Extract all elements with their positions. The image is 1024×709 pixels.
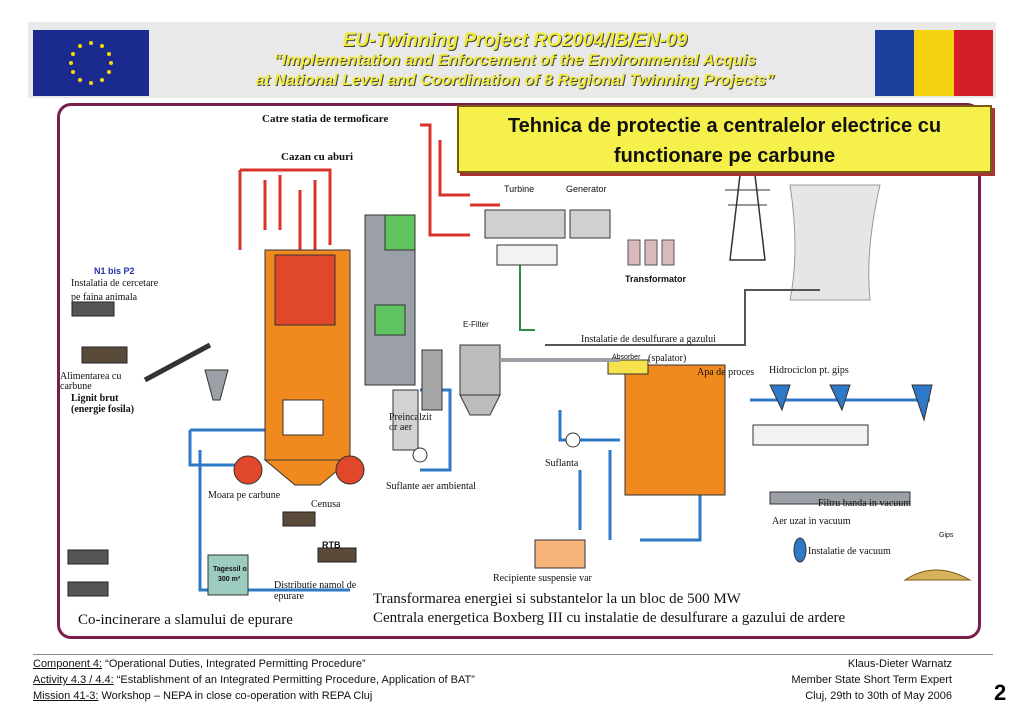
label-gips: Gips bbox=[939, 532, 954, 539]
label-lignit-2: (energie fosila) bbox=[71, 404, 135, 415]
page-number: 2 bbox=[994, 680, 1007, 705]
label-cenusa: Cenusa bbox=[311, 499, 341, 510]
eu-flag-icon bbox=[33, 30, 149, 96]
label-generator: Generator bbox=[566, 184, 607, 194]
footer-divider bbox=[33, 654, 993, 655]
label-hidrociclon: Hidrociclon pt. gips bbox=[769, 365, 849, 376]
footer-role: Member State Short Term Expert bbox=[791, 674, 952, 686]
slide-title-line-2: functionare pe carbune bbox=[613, 145, 836, 167]
generator bbox=[569, 209, 611, 239]
turbine bbox=[484, 209, 566, 239]
label-rtb: RTB bbox=[322, 540, 341, 550]
slide-title-line-1: Tehnica de protectie a centralelor elect… bbox=[507, 115, 942, 137]
romania-flag-icon bbox=[875, 30, 993, 96]
water-lines bbox=[188, 388, 930, 592]
caption-transformarea: Transformarea energiei si substantelor l… bbox=[373, 591, 741, 607]
condenser bbox=[496, 244, 558, 266]
label-instalatia-1: Instalatia de cercetare bbox=[71, 278, 159, 289]
header-line-3: at National Level and Coordination of 8 … bbox=[255, 72, 775, 89]
header-line-2: “Implementation and Enforcement of the E… bbox=[273, 52, 757, 69]
coal-mill-right bbox=[335, 455, 365, 485]
label-desulf: Instalatie de desulfurare a gazului bbox=[581, 334, 716, 345]
label-tagessilo-2: 300 m³ bbox=[218, 576, 241, 583]
header-banner bbox=[28, 22, 996, 98]
footer-place: Cluj, 29th to 30th of May 2006 bbox=[805, 690, 952, 702]
label-apa: Apa de proces bbox=[697, 367, 755, 378]
power-pylon bbox=[729, 174, 766, 261]
cooling-tower bbox=[789, 184, 881, 301]
label-filtru: Filtru banda in vacuum bbox=[818, 498, 912, 509]
label-absorber: Absorber bbox=[612, 354, 641, 361]
label-suflanta: Suflanta bbox=[545, 458, 579, 469]
footer-name: Klaus-Dieter Warnatz bbox=[847, 658, 952, 670]
label-spalator: (spalator) bbox=[648, 353, 687, 364]
slide-title-box: Tehnica de protectie a centralelor elect… bbox=[457, 105, 992, 173]
label-lignit-1: Lignit brut bbox=[71, 393, 119, 404]
steam-lines bbox=[238, 123, 500, 250]
absorber bbox=[624, 364, 726, 496]
label-instalatia-2: pe faina animala bbox=[71, 292, 138, 303]
label-distributie-1: Distributie namol de bbox=[274, 580, 357, 591]
label-alimentarea-2: carbune bbox=[60, 381, 92, 392]
label-transformator: Transformator bbox=[625, 274, 687, 284]
label-aer-uzat: Aer uzat in vacuum bbox=[772, 516, 851, 527]
label-moara: Moara pe carbune bbox=[208, 490, 281, 501]
label-suflante-aer: Suflante aer ambiental bbox=[386, 481, 476, 492]
caption-coincinerare: Co-incinerare a slamului de epurare bbox=[78, 612, 293, 628]
label-preincalzit-1: Preincalzit bbox=[389, 412, 432, 423]
footer-activity: Activity 4.3 / 4.4: “Establishment of an… bbox=[33, 674, 475, 686]
coal-mill-left bbox=[233, 455, 263, 485]
caption-centrala: Centrala energetica Boxberg III cu insta… bbox=[373, 610, 846, 626]
footer-component: Component 4: “Operational Duties, Integr… bbox=[33, 658, 366, 670]
label-turbine: Turbine bbox=[504, 184, 535, 194]
header-line-1: EU-Twinning Project RO2004/IB/EN-09 bbox=[342, 30, 688, 51]
tagessilo bbox=[207, 554, 249, 596]
label-distributie-2: epurare bbox=[274, 591, 304, 602]
gypsum-pile bbox=[903, 569, 972, 581]
label-recipiente: Recipiente suspensie var bbox=[493, 573, 592, 584]
label-vacuum: Instalatie de vacuum bbox=[808, 546, 891, 557]
label-tagessilo-1: Tagessil o bbox=[213, 566, 247, 573]
label-alimentarea-1: Alimentarea cu bbox=[60, 371, 122, 382]
label-catre: Catre statia de termoficare bbox=[262, 113, 389, 125]
label-cazan: Cazan cu aburi bbox=[281, 151, 354, 163]
footer-mission: Mission 41-3: Workshop – NEPA in close c… bbox=[33, 690, 373, 702]
e-filter bbox=[421, 349, 443, 411]
label-n1: N1 bis P2 bbox=[94, 266, 135, 276]
label-filter: E-Filter bbox=[463, 320, 489, 329]
label-preincalzit-2: or aer bbox=[389, 422, 413, 433]
